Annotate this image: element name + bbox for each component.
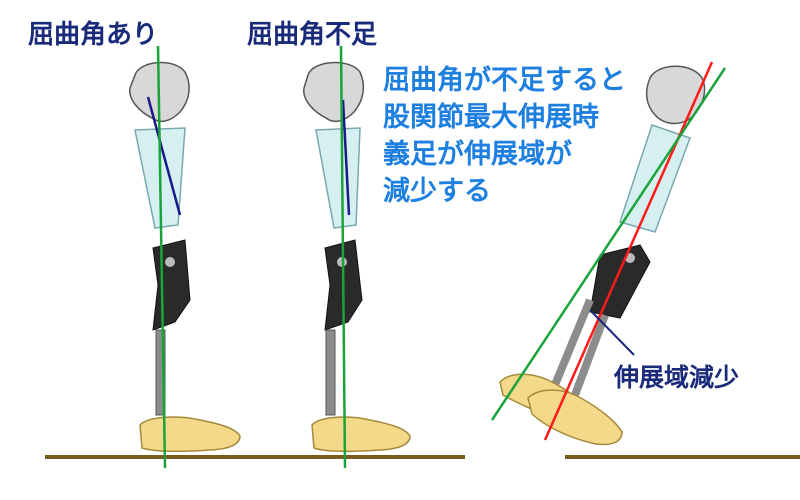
knee-joint-shape-front	[589, 244, 651, 319]
socket-shape	[315, 127, 361, 229]
label-with-flexion: 屈曲角あり	[28, 20, 159, 50]
prosthesis-figure-insufficient-flexion	[303, 45, 411, 469]
pelvis-shape	[303, 61, 365, 123]
pylon-shape-front	[571, 313, 609, 397]
femur-axis-line	[341, 99, 351, 216]
prosthesis-figure-with-flexion	[129, 45, 241, 469]
pylon-shape-back	[548, 298, 594, 394]
explanation-line-1: 屈曲角が不足すると	[383, 65, 626, 96]
vertical-reference-line	[156, 45, 167, 469]
knee-axis-dot	[165, 257, 175, 267]
label-reduced-extension: 伸展域減少	[614, 363, 740, 392]
explanation-text: 屈曲角が不足すると 股関節最大伸展時 義足が伸展域が 減少する	[383, 62, 626, 210]
explanation-line-4: 減少する	[383, 176, 491, 207]
knee-joint-shape	[152, 239, 191, 331]
pylon-shape	[155, 329, 166, 416]
explanation-line-3: 義足が伸展域が	[383, 139, 572, 170]
pelvis-shape	[645, 65, 706, 125]
foot-shape	[139, 416, 241, 453]
socket-axis-line	[543, 61, 714, 441]
foot-shape-front	[527, 389, 623, 446]
callout-leader-line	[589, 309, 635, 356]
prosthesis-figure-max-hip-extension	[490, 61, 727, 446]
reference-axis-line	[490, 67, 727, 421]
label-insufficient-flexion: 屈曲角不足	[247, 20, 378, 50]
vertical-reference-line	[339, 45, 347, 469]
foot-shape	[311, 416, 411, 453]
femur-axis-line	[146, 96, 182, 216]
explanation-line-2: 股関節最大伸展時	[383, 102, 599, 133]
socket-shape	[619, 124, 691, 233]
pylon-shape	[325, 329, 336, 416]
